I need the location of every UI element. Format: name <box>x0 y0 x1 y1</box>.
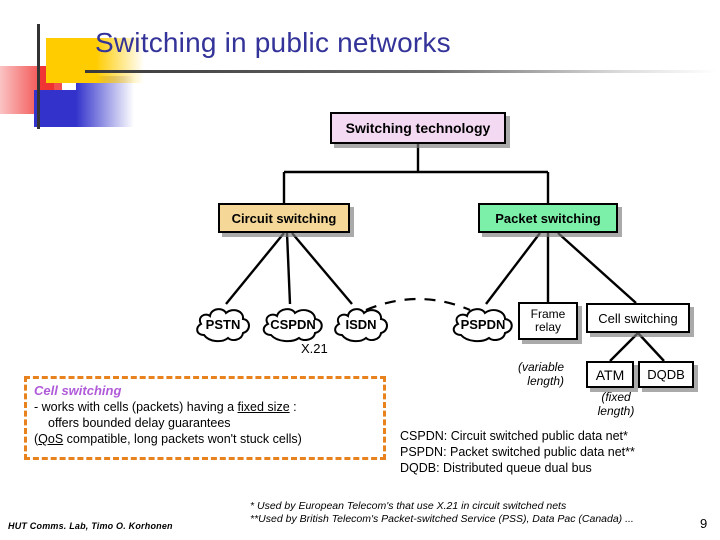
page-number: 9 <box>700 516 708 531</box>
node-isdn-cloud[interactable]: ISDN <box>330 303 392 345</box>
legend-line-dqdb: DQDB: Distributed queue dual bus <box>400 461 592 475</box>
callout-line-1-post: : <box>289 400 297 414</box>
acronym-legend: CSPDN: Circuit switched public data net*… <box>400 428 710 476</box>
node-dqdb[interactable]: DQDB <box>638 361 694 388</box>
footnote-line-2: **Used by British Telecom's Packet-switc… <box>250 513 634 525</box>
legend-line-pspdn: PSPDN: Packet switched public data net** <box>400 445 635 459</box>
callout-line-3-underline: QoS <box>38 432 64 446</box>
callout-line-1: - works with cells (packets) having a fi… <box>34 399 376 415</box>
node-isdn-label: ISDN <box>345 316 377 332</box>
node-pspdn-label: PSPDN <box>460 316 506 332</box>
logo-yellow-gradient <box>96 38 144 83</box>
node-frame-relay[interactable]: Frame relay <box>518 302 578 340</box>
callout-line-3: (QoS compatible, long packets won't stuc… <box>34 431 376 447</box>
node-cspdn-label: CSPDN <box>270 316 316 332</box>
node-atm[interactable]: ATM <box>586 361 634 388</box>
node-pspdn-cloud[interactable]: PSPDN <box>448 303 518 345</box>
node-cell-switching[interactable]: Cell switching <box>586 303 690 333</box>
footnotes: * Used by European Telecom's that use X.… <box>250 500 700 526</box>
node-circuit-switching[interactable]: Circuit switching <box>218 203 350 233</box>
annotation-x21: X.21 <box>301 341 328 356</box>
author-footer: HUT Comms. Lab, Timo O. Korhonen <box>8 521 173 531</box>
callout-line-3-post: compatible, long packets won't stuck cel… <box>63 432 302 446</box>
callout-line-1-underline: fixed size <box>237 400 290 414</box>
node-pstn-cloud[interactable]: PSTN <box>192 303 254 345</box>
logo-yellow-square <box>46 38 96 83</box>
decorative-logo <box>0 20 144 130</box>
node-pstn-label: PSTN <box>205 316 241 332</box>
logo-blue-gradient <box>76 76 134 127</box>
node-packet-switching[interactable]: Packet switching <box>478 203 618 233</box>
callout-line-1-pre: - works with cells (packets) having a <box>34 400 238 414</box>
callout-heading: Cell switching <box>34 383 122 398</box>
logo-blue-square <box>34 90 76 127</box>
callout-line-2: offers bounded delay guarantees <box>48 416 231 430</box>
callout-line-3-pre: ( <box>34 432 39 446</box>
annotation-variable-length-line2: length) <box>527 374 564 388</box>
cloud-shape-icon <box>334 308 388 343</box>
logo-vertical-line <box>37 24 40 129</box>
annotation-variable-length-line1: (variable <box>517 360 564 374</box>
callout-cell-switching: Cell switching - works with cells (packe… <box>24 376 386 460</box>
annotation-fixed-length: (fixed length) <box>586 390 646 418</box>
legend-line-cspdn: CSPDN: Circuit switched public data net* <box>400 429 628 443</box>
footnote-line-1: * Used by European Telecom's that use X.… <box>250 500 567 512</box>
page-title: Switching in public networks <box>95 27 451 58</box>
cloud-shape-icon <box>262 308 323 343</box>
node-switching-technology[interactable]: Switching technology <box>330 112 506 144</box>
cloud-shape-icon <box>196 308 250 343</box>
annotation-fixed-length-line2: length) <box>597 404 635 418</box>
title-underline-rule <box>85 70 717 73</box>
cloud-shape-icon <box>452 308 513 343</box>
annotation-variable-length: (variable length) <box>498 360 564 388</box>
annotation-fixed-length-line1: (fixed <box>601 390 631 404</box>
node-cspdn-cloud[interactable]: CSPDN <box>258 303 328 345</box>
